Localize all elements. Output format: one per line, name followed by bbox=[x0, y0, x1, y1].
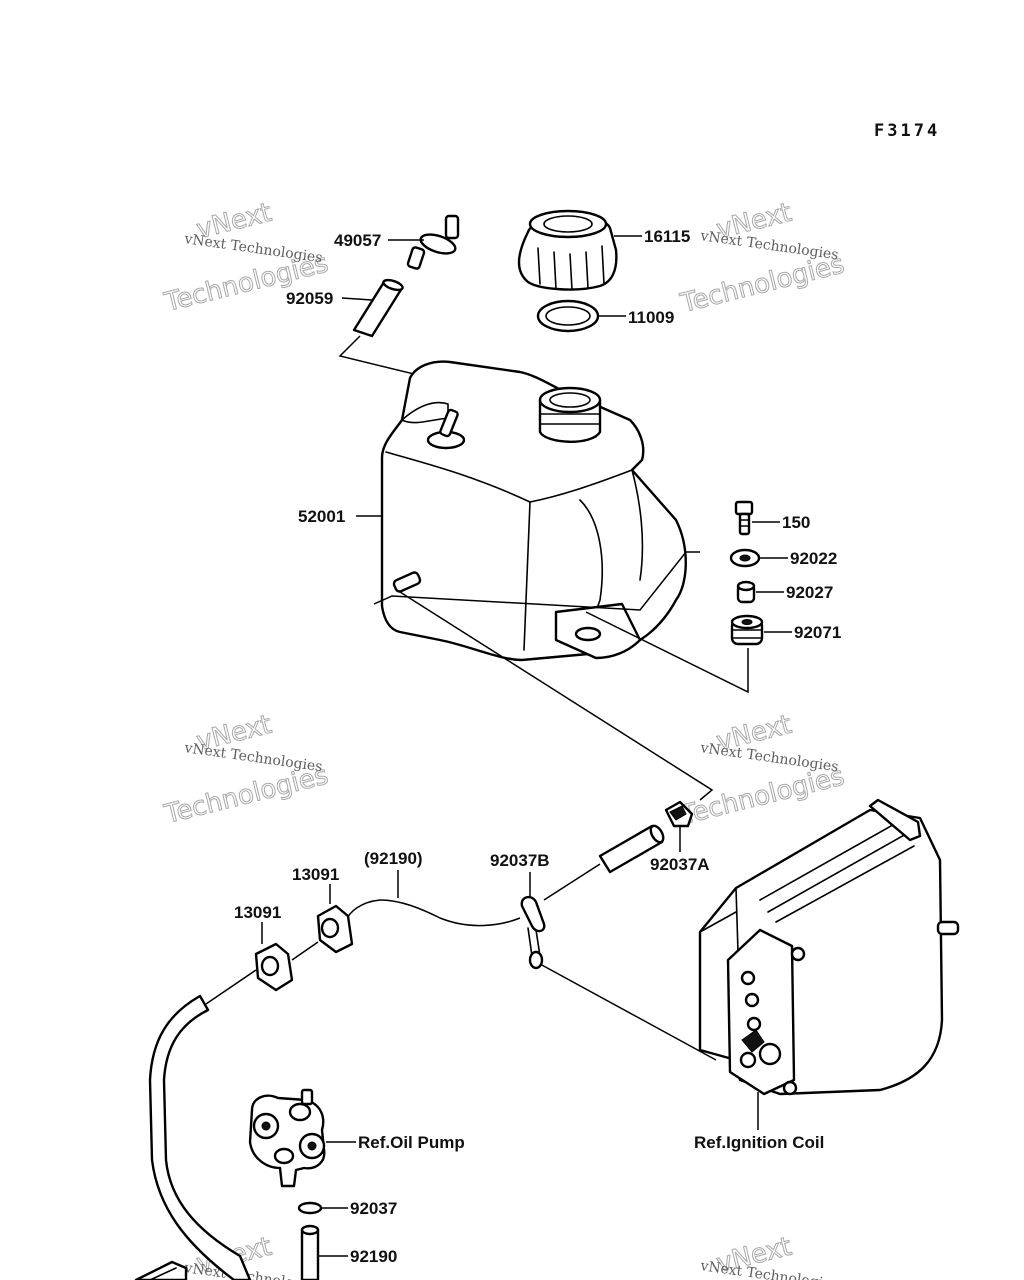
label-92037: 92037 bbox=[350, 1199, 397, 1218]
label-ref-oil-pump: Ref.Oil Pump bbox=[358, 1133, 465, 1152]
washer-92022 bbox=[729, 548, 788, 568]
filler-cap-16115 bbox=[517, 209, 642, 291]
mount-plate-outline bbox=[373, 551, 700, 611]
clamp-92037A bbox=[664, 800, 694, 852]
svg-text:vNext Technologies: vNext Technologies bbox=[182, 740, 323, 775]
label-13091-lower: 13091 bbox=[234, 903, 281, 922]
clip-92037B bbox=[520, 872, 546, 970]
label-ref-ignition-coil: Ref.Ignition Coil bbox=[694, 1133, 824, 1152]
hose-short bbox=[598, 824, 665, 874]
gasket-11009 bbox=[536, 299, 626, 333]
label-52001: 52001 bbox=[298, 507, 345, 526]
bracket-bottom-left bbox=[134, 1260, 188, 1280]
label-92190: 92190 bbox=[350, 1247, 397, 1266]
watermark-bottom-right: vNext vNext Technologies bbox=[698, 1231, 839, 1280]
label-92022: 92022 bbox=[790, 549, 837, 568]
label-92190-paren: (92190) bbox=[364, 849, 423, 868]
svg-text:vNext Technologies: vNext Technologies bbox=[698, 740, 839, 775]
label-92071: 92071 bbox=[794, 623, 841, 642]
line-clamp-to-clamp bbox=[291, 941, 319, 961]
svg-text:vNext Technologies: vNext Technologies bbox=[698, 228, 839, 263]
label-92037B: 92037B bbox=[490, 851, 550, 870]
label-13091-upper: 13091 bbox=[292, 865, 339, 884]
clip-92037 bbox=[297, 1201, 348, 1215]
coil-leader-from-clip bbox=[539, 963, 717, 1061]
hose-92190 bbox=[300, 1224, 348, 1280]
bolt-150 bbox=[734, 500, 780, 536]
mount-leader-line bbox=[585, 611, 749, 694]
watermark-middle-right: vNext Technologies vNext Technologies bbox=[677, 709, 848, 831]
collar-92027 bbox=[736, 580, 784, 604]
label-49057: 49057 bbox=[334, 231, 381, 250]
label-11009: 11009 bbox=[628, 308, 674, 327]
oil-pump bbox=[248, 1088, 356, 1188]
svg-text:vNext Technologies: vNext Technologies bbox=[182, 231, 323, 266]
hose-long-92190 bbox=[148, 994, 252, 1280]
grommet-92071 bbox=[730, 614, 792, 646]
oil-line-92190 bbox=[345, 899, 521, 927]
breather-fitting-49057 bbox=[388, 214, 460, 270]
outlet-leader-line bbox=[399, 591, 714, 801]
ignition-coil bbox=[698, 798, 960, 1130]
hose-92059 bbox=[341, 278, 404, 338]
watermark-top-right: vNext Technologies vNext Technologies bbox=[677, 197, 848, 319]
figure-code: F3174 bbox=[874, 121, 940, 141]
label-92059: 92059 bbox=[286, 289, 333, 308]
label-92027: 92027 bbox=[786, 583, 833, 602]
clamp-13091-upper bbox=[316, 884, 354, 954]
clamp-13091-lower bbox=[254, 922, 294, 992]
label-16115: 16115 bbox=[644, 227, 690, 246]
hose-connect-line bbox=[543, 863, 601, 901]
watermark-middle-left: vNext Technologies vNext Technologies bbox=[160, 709, 331, 831]
label-92037A: 92037A bbox=[650, 855, 710, 874]
oil-tank-52001 bbox=[356, 360, 687, 662]
line-clamp-to-hose bbox=[205, 969, 257, 1005]
label-150: 150 bbox=[782, 513, 810, 532]
